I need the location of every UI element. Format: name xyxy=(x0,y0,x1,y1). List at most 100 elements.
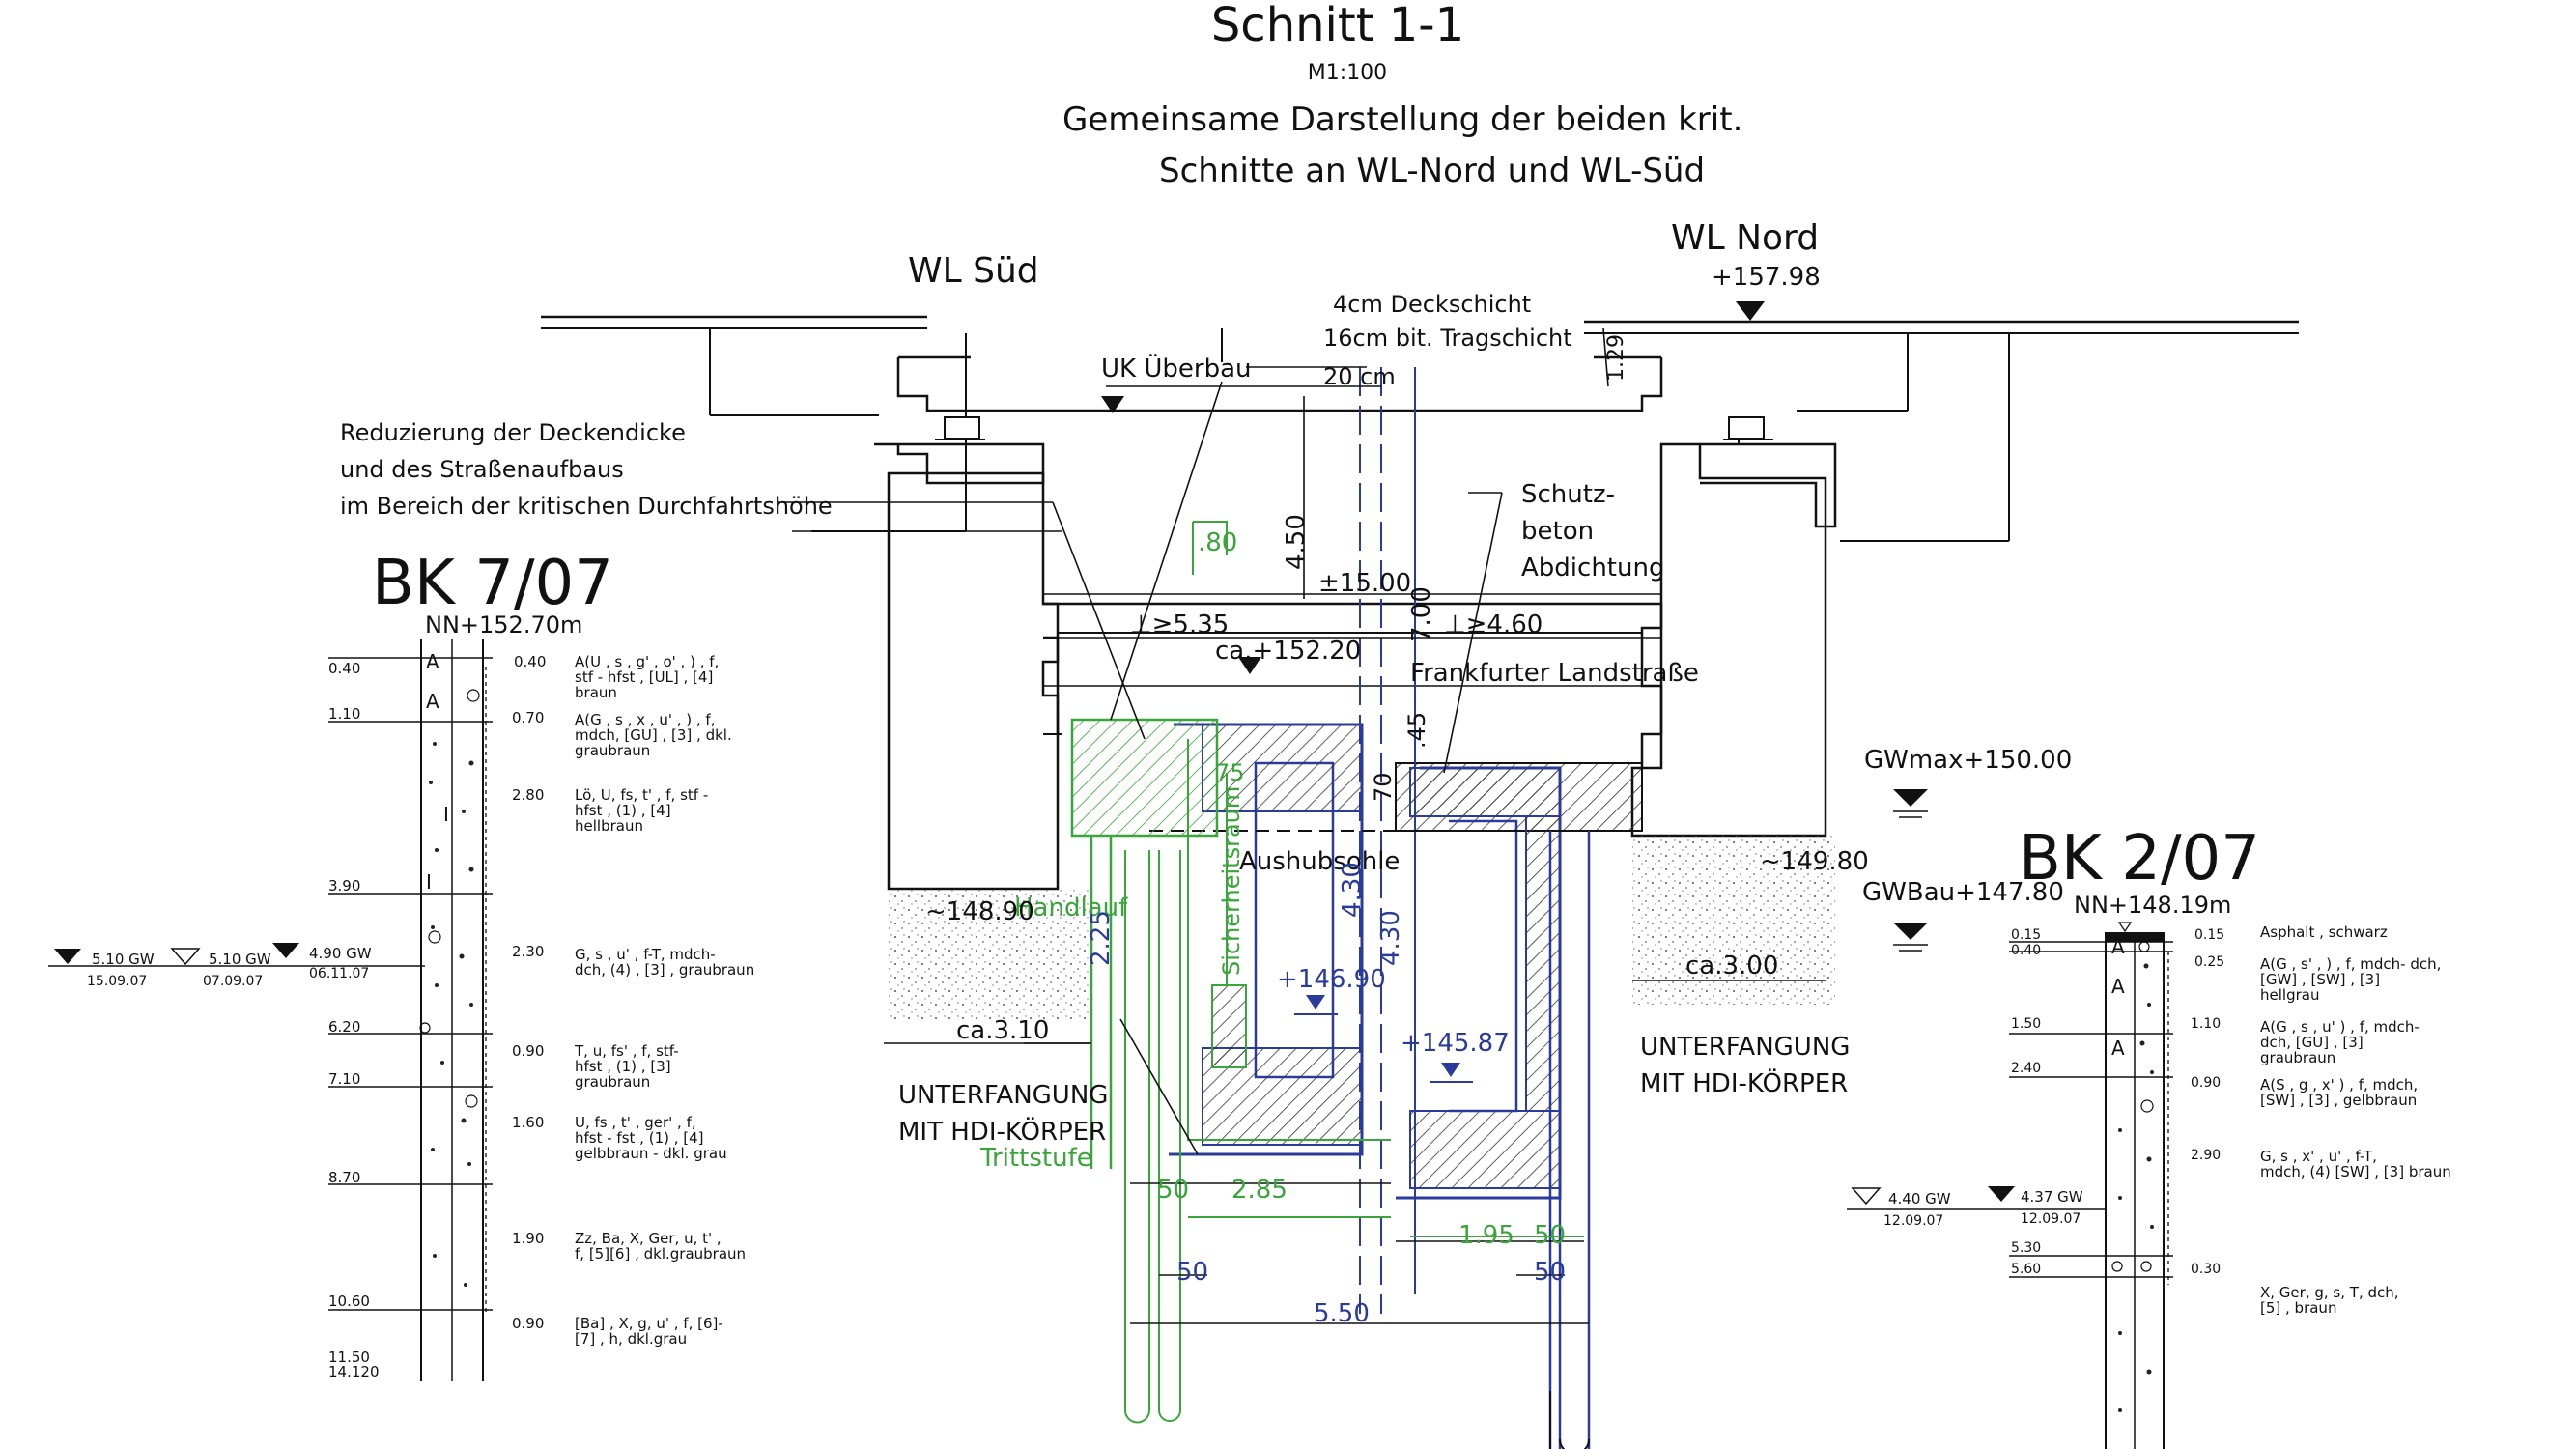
bk2-rdepth-1: 0.15 xyxy=(2194,927,2224,943)
bk7-desc-5-3: graubraun xyxy=(575,1073,650,1091)
label-sicherheitsraum: Sicherheitsraum xyxy=(1218,786,1245,976)
bk7-desc-5-1: T, u, fs' , f, stf- xyxy=(574,1042,679,1060)
bk7-rdepth-3: 2.80 xyxy=(512,786,544,804)
bk7-desc-8-2: [7] , h, dkl.grau xyxy=(575,1330,687,1348)
dim-450: 4.50 xyxy=(1282,514,1311,570)
bk2-desc-2-3: hellgrau xyxy=(2260,986,2319,1004)
uk-ueberbau-marker xyxy=(1101,396,1124,413)
level-14587: +145.87 xyxy=(1401,1029,1510,1058)
bk2-desc-6-2: [5] , braun xyxy=(2260,1299,2336,1317)
label-handlauf: Handlauf xyxy=(1014,894,1128,923)
bk2-depth-2: 0.40 xyxy=(2011,943,2041,958)
bk2-rdepth-6: 0.30 xyxy=(2191,1262,2221,1277)
bk7-rdepth-8: 0.90 xyxy=(512,1315,544,1332)
bk7-gw-3-level: 4.90 GW xyxy=(309,945,372,962)
dim-550: 5.50 xyxy=(1314,1299,1370,1328)
bk2-desc-4-2: [SW] , [3] , gelbbraun xyxy=(2260,1092,2417,1109)
bk7-desc-8-1: [Ba] , X, g, u' , f, [6]- xyxy=(575,1315,723,1332)
bk7-desc-3-3: hellbraun xyxy=(575,817,643,835)
bk2-nn: NN+148.19m xyxy=(2074,892,2231,919)
drawing-scale: M1:100 xyxy=(1308,61,1387,85)
bk2-depth-6: 5.60 xyxy=(2011,1262,2041,1277)
bk7-desc-1-2: stf - hfst , [UL] , [4] xyxy=(575,668,713,686)
borehole-bk7: BK 7/07 NN+152.70m 0.40 1.10 3.90 6.20 7… xyxy=(48,548,754,1381)
bk7-rdepth-5: 0.90 xyxy=(512,1042,544,1060)
bk7-desc-4-1: G, s , u' , f-T, mdch- xyxy=(575,946,716,963)
dim-225: 2.25 xyxy=(1087,910,1116,966)
bk7-depth-8: 11.50 xyxy=(328,1349,370,1366)
label-gwbau: GWBau+147.80 xyxy=(1862,878,2064,907)
bk2-rdepth-4: 0.90 xyxy=(2191,1075,2221,1091)
annotations: WL Süd WL Nord +157.98 1.29 4cm Deckschi… xyxy=(340,218,2072,1328)
bk7-letter-2: A xyxy=(426,690,439,713)
label-uk-ueberbau: UK Überbau xyxy=(1101,353,1251,384)
bk2-desc-5-1: G, s , x' , u' , f-T, xyxy=(2260,1148,2377,1165)
bk2-depth-3: 1.50 xyxy=(2011,1016,2041,1032)
bk2-gw-1-date: 12.09.07 xyxy=(1883,1213,1943,1229)
bk2-gw-2-level: 4.37 GW xyxy=(2021,1188,2083,1206)
bk7-letter-3: I xyxy=(443,803,449,826)
bk2-desc-5-2: mdch, (4) [SW] , [3] braun xyxy=(2260,1163,2451,1180)
label-aushubsohle: Aushubsohle xyxy=(1239,847,1400,876)
bk2-title: BK 2/07 xyxy=(2019,823,2260,895)
dim-80: .80 xyxy=(1198,528,1237,557)
label-wl-nord-level: +157.98 xyxy=(1712,263,1821,292)
bk7-depth-4: 6.20 xyxy=(328,1018,360,1036)
label-unterfangung-2b: MIT HDI-KÖRPER xyxy=(1640,1067,1848,1098)
bk7-desc-5-2: hfst , (1) , [3] xyxy=(575,1058,671,1075)
level-14890: ~148.90 xyxy=(925,897,1034,926)
dim-ca310: ca.3.10 xyxy=(956,1016,1049,1045)
bk2-desc-4-1: A(S , g , x' ) , f, mdch, xyxy=(2260,1076,2418,1094)
dim-430-a: 4.30 xyxy=(1338,862,1367,918)
label-unterfangung-2a: UNTERFANGUNG xyxy=(1640,1033,1850,1062)
bk2-desc-3-1: A(G , s , u' ) , f, mdch- xyxy=(2260,1018,2420,1036)
dim-700: 7.00 xyxy=(1407,586,1436,642)
label-gwmax: GWmax+150.00 xyxy=(1864,746,2072,775)
label-reduz-3: im Bereich der kritischen Durchfahrtshöh… xyxy=(340,493,833,520)
dim-430-b: 4.30 xyxy=(1376,910,1405,966)
dim-1500: ±15.00 xyxy=(1318,569,1411,598)
label-reduz-2: und des Straßenaufbaus xyxy=(340,456,624,483)
bk2-letter-3: A xyxy=(2111,1037,2125,1060)
bk2-desc-2-2: [GW] , [SW] , [3] xyxy=(2260,971,2380,988)
dim-45: .45 xyxy=(1403,712,1430,749)
bk7-depth-3: 3.90 xyxy=(328,877,360,895)
bk7-rdepth-4: 2.30 xyxy=(512,943,544,960)
dim-50-b: 50 xyxy=(1534,1221,1566,1250)
bk7-gw-3-date: 06.11.07 xyxy=(309,966,369,981)
level-15220-marker xyxy=(1238,657,1261,674)
bk2-rdepth-2: 0.25 xyxy=(2194,954,2224,970)
bk7-rdepth-7: 1.90 xyxy=(512,1230,544,1247)
label-schutz-3: Abdichtung xyxy=(1521,554,1664,582)
bk2-depth-5: 5.30 xyxy=(2011,1240,2041,1256)
gwmax-marker xyxy=(1893,789,1928,807)
label-wl-nord: WL Nord xyxy=(1671,218,1819,258)
dim-ca300: ca.3.00 xyxy=(1685,952,1778,980)
bk7-rdepth-2: 0.70 xyxy=(512,709,544,726)
bk7-gw-1-level: 5.10 GW xyxy=(92,951,155,968)
bk7-gw-1-date: 15.09.07 xyxy=(87,974,147,989)
dimension-lines xyxy=(778,327,1826,1324)
label-dim-129: 1.29 xyxy=(1604,334,1628,382)
dim-195: 1.95 xyxy=(1458,1221,1514,1250)
bk7-letter-4: I xyxy=(426,870,432,894)
bk7-depth-6: 8.70 xyxy=(328,1169,360,1186)
bk7-depth-1: 0.40 xyxy=(328,660,360,677)
label-schutz-1: Schutz- xyxy=(1521,480,1615,509)
label-unterfangung-1b: MIT HDI-KÖRPER xyxy=(898,1116,1106,1147)
label-deck-2: 16cm bit. Tragschicht xyxy=(1323,325,1572,352)
bk7-desc-2-2: mdch, [GU] , [3] , dkl. xyxy=(575,726,732,744)
bk2-rdepth-5: 2.90 xyxy=(2191,1148,2221,1163)
label-schutz-2: beton xyxy=(1521,517,1594,546)
bk7-depth-9: 14.120 xyxy=(328,1363,380,1380)
bk7-gw-2-level: 5.10 GW xyxy=(209,951,271,968)
bk2-desc-6-1: X, Ger, g, s, T, dch, xyxy=(2260,1284,2399,1301)
level-14980: ~149.80 xyxy=(1760,847,1869,876)
borehole-bk2: BK 2/07 NN+148.19m 0.15 0.40 1.50 2.40 5… xyxy=(1847,823,2451,1449)
soil-right xyxy=(1632,836,1835,1005)
bk7-desc-4-2: dch, (4) , [3] , graubraun xyxy=(575,961,754,979)
bk7-desc-3-2: hfst , (1) , [4] xyxy=(575,802,671,819)
bk2-desc-3-3: graubraun xyxy=(2260,1049,2335,1066)
bk2-gw-2-date: 12.09.07 xyxy=(2021,1211,2081,1227)
